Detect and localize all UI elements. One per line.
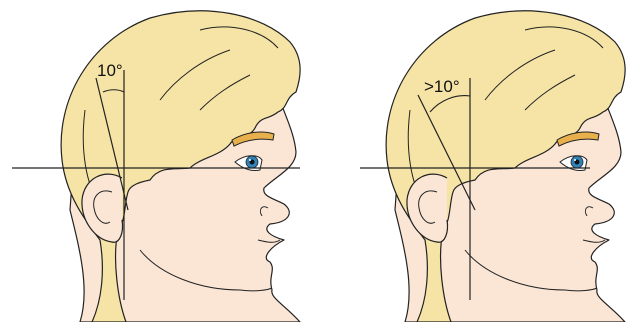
panel-right: >10° xyxy=(360,11,625,322)
angle-label: 10° xyxy=(97,61,123,80)
panel-left: 10° xyxy=(12,11,300,322)
angle-label: >10° xyxy=(424,77,460,96)
